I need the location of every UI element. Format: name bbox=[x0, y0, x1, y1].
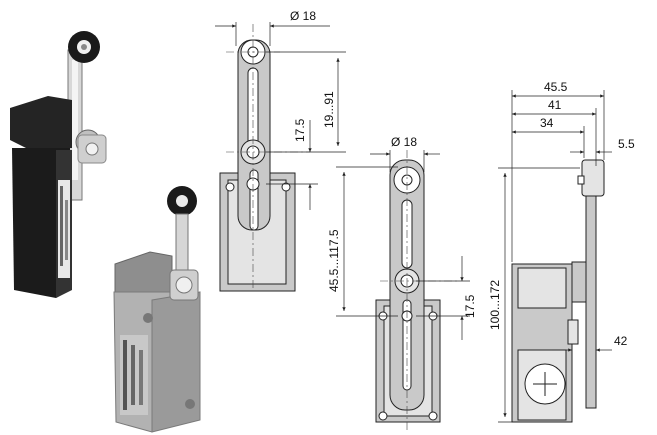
side-width-total-label: 45.5 bbox=[544, 80, 568, 94]
view2-roller-diameter-label: Ø 18 bbox=[391, 135, 417, 149]
side-width-41-label: 41 bbox=[548, 98, 562, 112]
side-lever-thickness-label: 5.5 bbox=[618, 137, 635, 151]
front-view-1 bbox=[215, 22, 346, 292]
side-width-34-label: 34 bbox=[540, 116, 554, 130]
view2-offset-label: 17.5 bbox=[463, 294, 477, 318]
side-view bbox=[498, 90, 612, 423]
view1-lever-range-label: 19...91 bbox=[322, 91, 336, 128]
view2-height-range-label: 45.5...117.5 bbox=[327, 229, 341, 292]
black-limit-switch-photo bbox=[10, 31, 107, 298]
side-height-range-label: 100...172 bbox=[488, 280, 502, 330]
front-view-2 bbox=[336, 150, 470, 430]
side-body-depth-label: 42 bbox=[614, 334, 628, 348]
metal-limit-switch-photo bbox=[113, 186, 201, 433]
view1-roller-diameter-label: Ø 18 bbox=[290, 9, 316, 23]
view1-offset-label: 17.5 bbox=[293, 118, 307, 142]
